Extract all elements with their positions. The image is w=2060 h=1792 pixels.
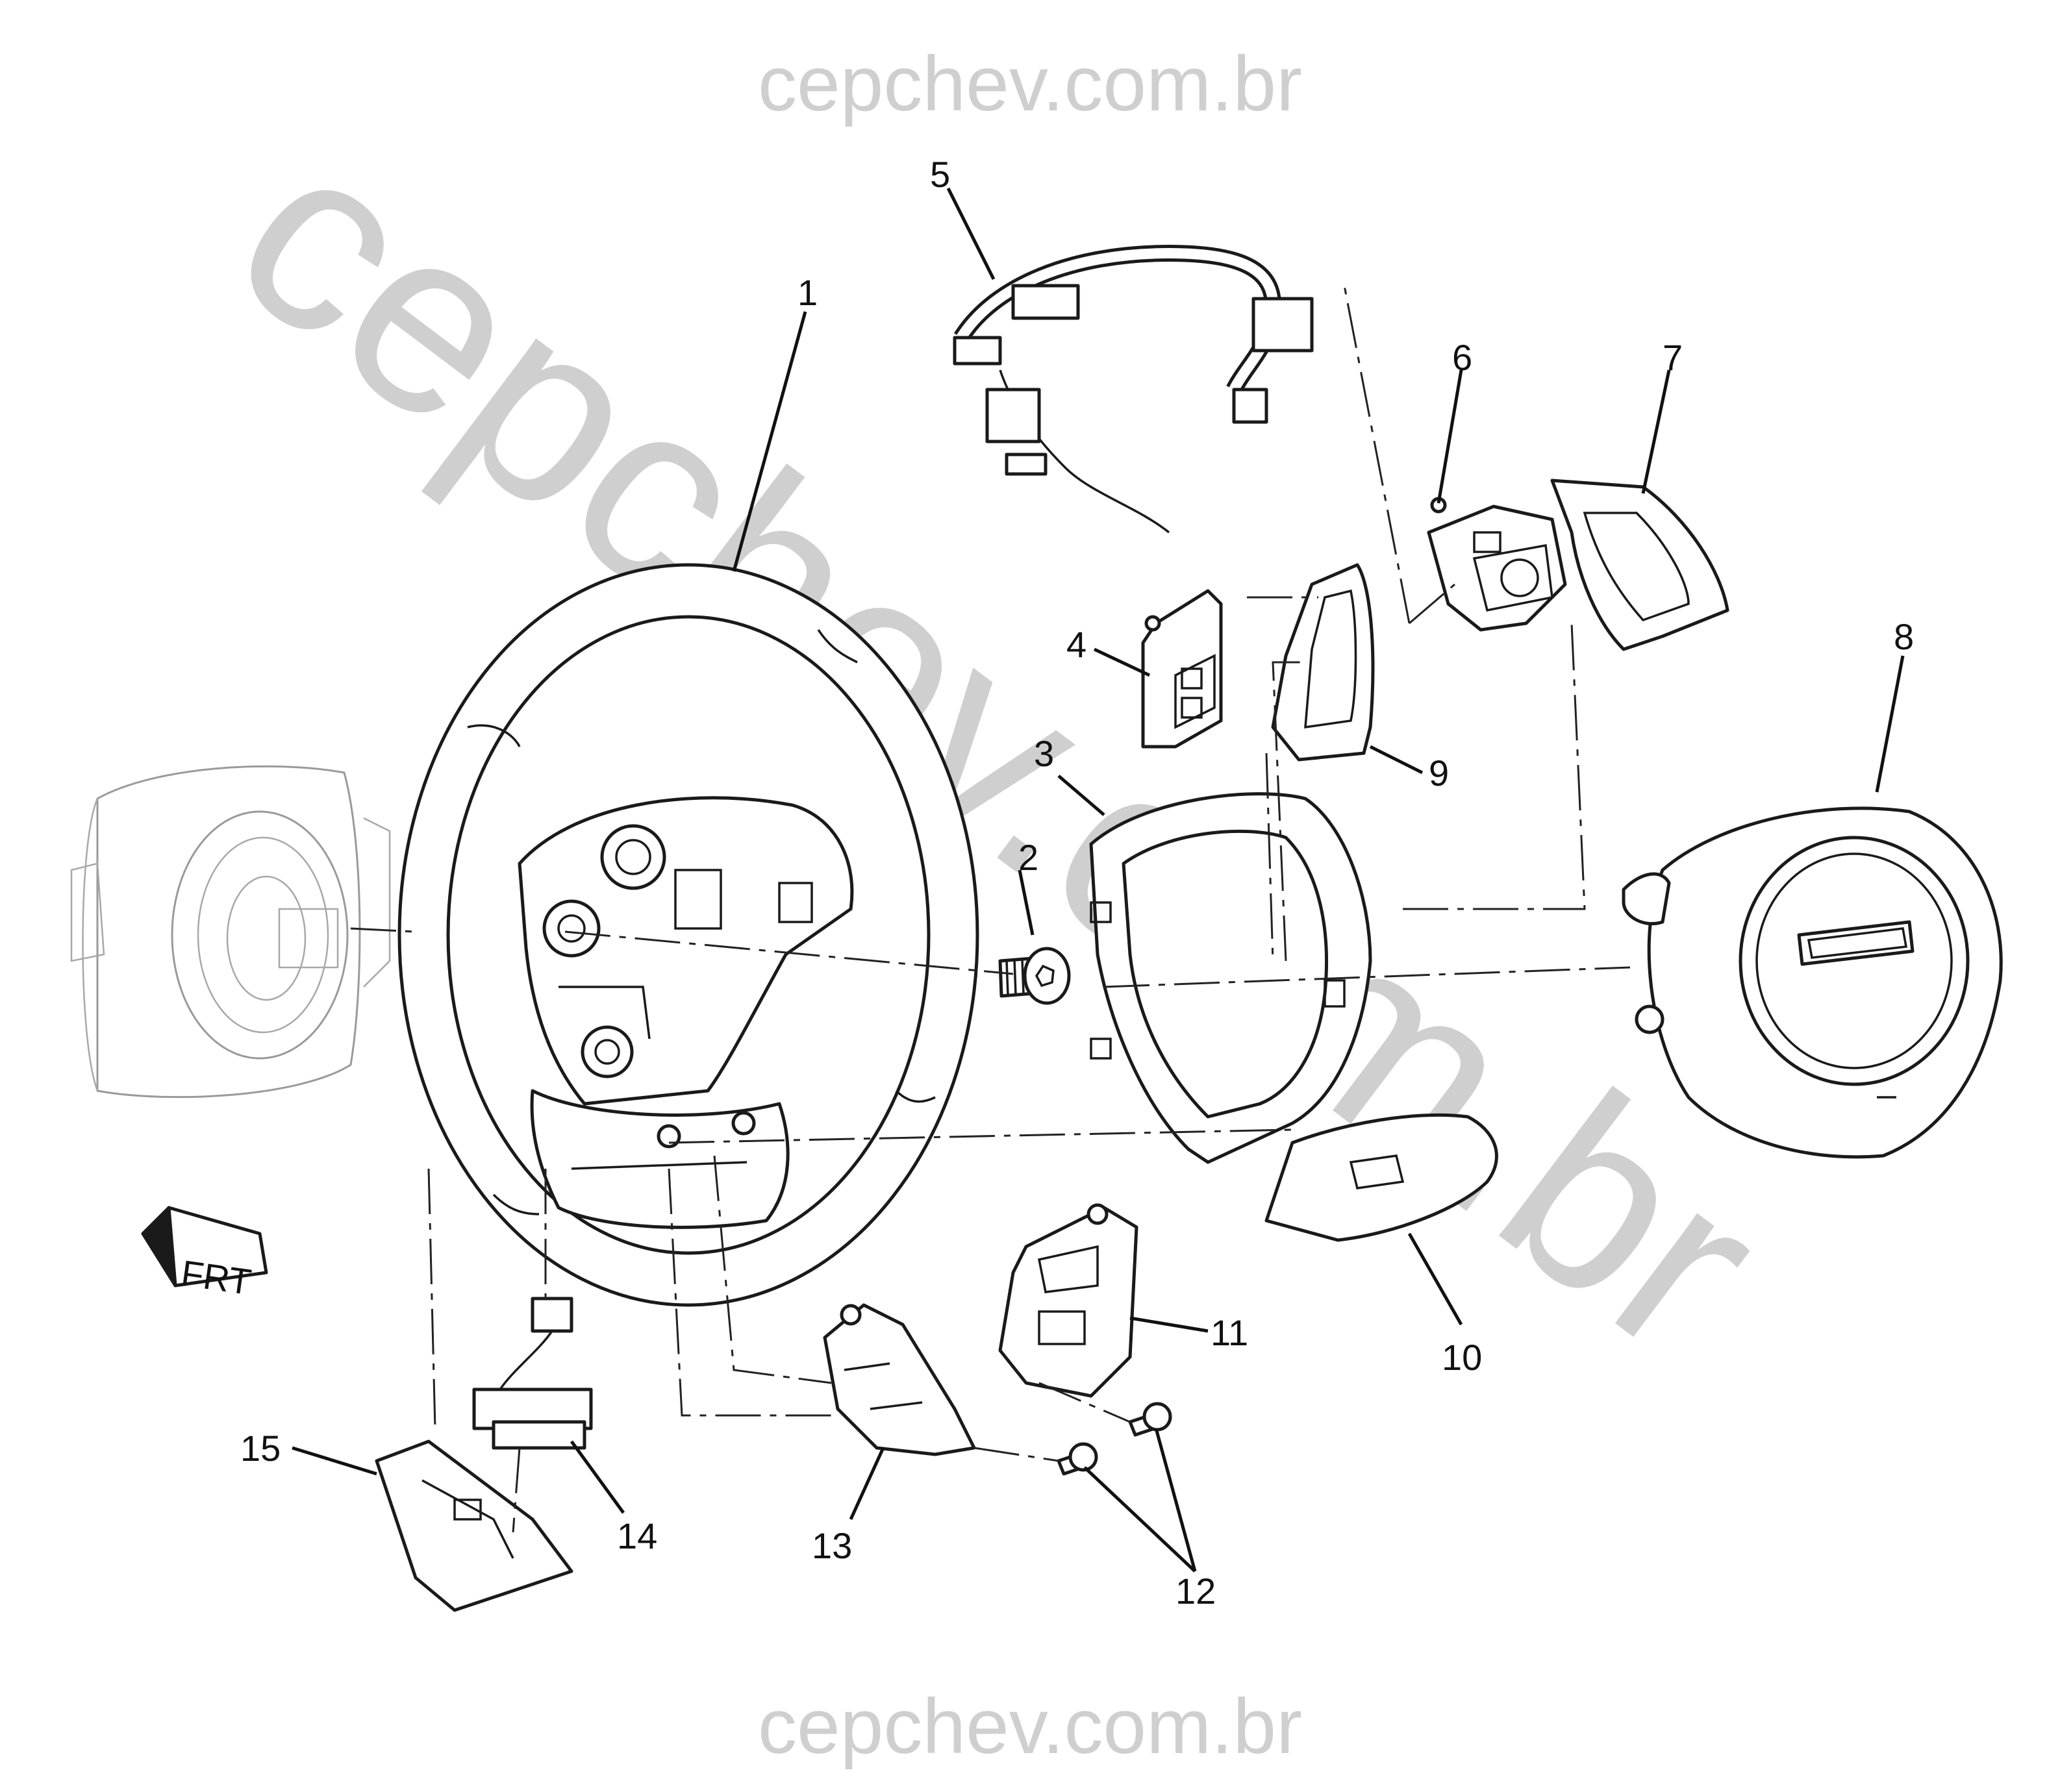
callout-4: 4 <box>1066 624 1087 665</box>
switch-bezel-part-7 <box>1550 479 1729 651</box>
bracket-part-15 <box>375 1439 573 1612</box>
bezel-part-3 <box>1089 792 1372 1164</box>
callout-13: 13 <box>812 1525 852 1566</box>
callout-7: 7 <box>1663 337 1683 378</box>
wiring-harness-part-5 <box>953 245 1314 534</box>
steering-column-ghost <box>70 765 391 1099</box>
switch-part-4 <box>1141 589 1223 749</box>
callout-8: 8 <box>1894 616 1914 657</box>
watermark-bottom: cepchev.com.br <box>758 1683 1302 1770</box>
callout-3: 3 <box>1034 733 1054 774</box>
callout-9: 9 <box>1429 753 1449 793</box>
switch-part-13 <box>823 1303 976 1456</box>
lower-cover-part-10 <box>1264 1113 1498 1242</box>
frt-label: FRT <box>179 1252 254 1302</box>
screws-part-12 <box>1057 1402 1172 1476</box>
watermark-top: cepchev.com.br <box>758 40 1302 127</box>
switch-part-11 <box>998 1203 1138 1398</box>
callout-10: 10 <box>1442 1337 1482 1378</box>
steering-wheel-part-1 <box>397 563 979 1307</box>
callout-14: 14 <box>617 1515 657 1556</box>
connector-part-14 <box>472 1297 593 1450</box>
bolt-part-2 <box>998 947 1071 1005</box>
switch-bezel-part-9 <box>1271 563 1375 762</box>
callout-15: 15 <box>240 1428 281 1469</box>
callout-5: 5 <box>930 154 950 195</box>
callout-1: 1 <box>798 272 818 313</box>
callout-6: 6 <box>1452 337 1472 378</box>
callout-2: 2 <box>1018 837 1038 878</box>
leader-lines <box>292 187 1905 1573</box>
callout-labels: 1 2 3 4 5 6 7 8 9 10 11 12 13 14 15 <box>240 154 1914 1612</box>
airbag-module-part-8 <box>1622 806 2003 1159</box>
switch-part-6 <box>1427 497 1567 632</box>
alignment-lines <box>350 285 1631 1533</box>
front-orientation-arrow: FRT <box>141 1206 268 1302</box>
callout-11: 11 <box>1211 1312 1248 1353</box>
callout-12: 12 <box>1175 1571 1216 1612</box>
